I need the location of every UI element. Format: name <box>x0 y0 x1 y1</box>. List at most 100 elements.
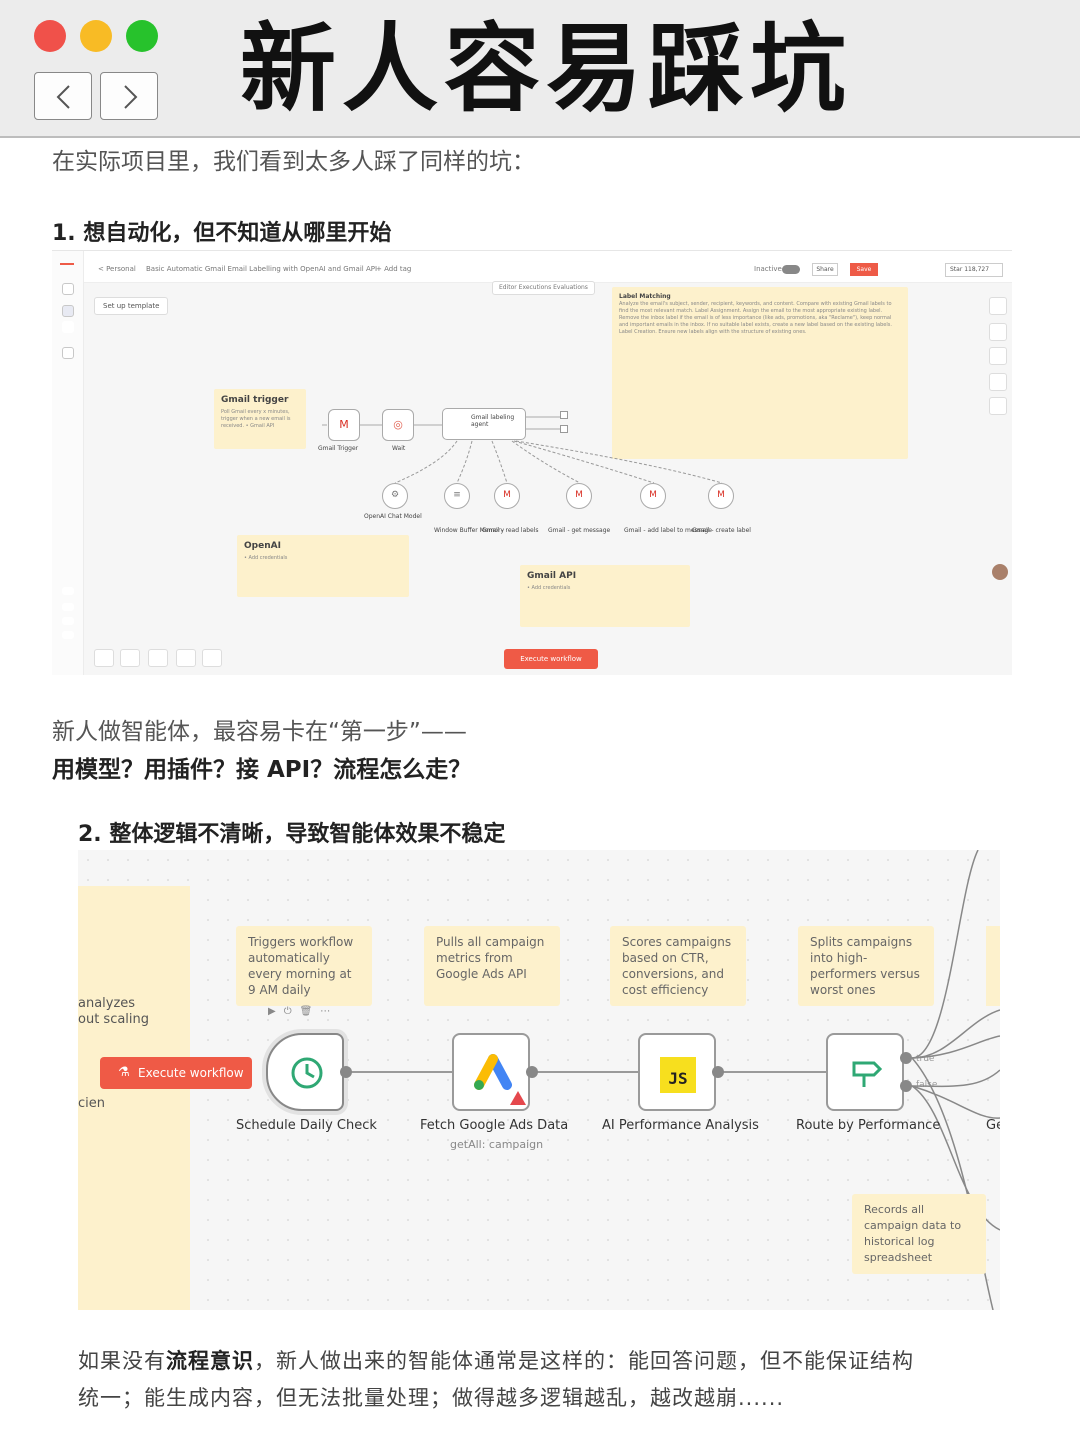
node-label: AI Performance Analysis <box>602 1118 759 1133</box>
labeling-agent-node[interactable]: Gmail labeling agent <box>442 408 526 440</box>
settings-icon[interactable] <box>62 631 74 639</box>
note-line-1: 新人做智能体，最容易卡在“第一步”—— <box>52 719 467 745</box>
node-label: Gmail - read labels <box>482 527 539 534</box>
zoom-in-icon[interactable] <box>120 649 140 667</box>
connection-line <box>530 1071 640 1073</box>
route-node[interactable] <box>826 1033 904 1111</box>
node-label: Gmail - add label to message <box>624 527 712 534</box>
node-label: OpenAI Chat Model <box>364 513 422 520</box>
conclusion-line-2: 统一；能生成内容，但无法批量处理；做得越多逻辑越乱，越改越崩...... <box>78 1386 785 1410</box>
active-toggle[interactable] <box>782 265 800 274</box>
tidy-up-icon[interactable] <box>202 649 222 667</box>
node-label: Wait <box>392 445 406 452</box>
node-label: Route by Performance <box>796 1118 941 1133</box>
google-ads-icon <box>474 1054 512 1090</box>
minimize-window-dot[interactable] <box>80 20 112 52</box>
conclusion-line-1: 如果没有流程意识，新人做出来的智能体通常是这样的：能回答问题，但不能保证结构 <box>78 1345 914 1375</box>
workflow-canvas-screenshot: analyzes out scaling cien Triggers workf… <box>78 850 1000 1310</box>
note-icon[interactable] <box>989 347 1007 365</box>
analysis-note: Scores campaigns based on CTR, conversio… <box>610 926 746 1006</box>
output-port[interactable] <box>560 411 568 419</box>
clock-icon <box>291 1057 323 1089</box>
true-output-port[interactable] <box>900 1052 912 1064</box>
breadcrumb-personal[interactable]: < Personal <box>98 265 136 273</box>
editor-sidebar <box>52 251 84 675</box>
flask-icon: ⚗ <box>118 1065 130 1080</box>
n8n-logo-icon <box>60 263 74 269</box>
true-label: true <box>916 1054 935 1064</box>
gmail-read-labels-node[interactable]: M <box>494 483 520 509</box>
setup-template-button[interactable]: Set up template <box>94 297 169 315</box>
note-text: out scaling <box>78 1012 150 1027</box>
execute-workflow-button[interactable]: ⚗ Execute workflow <box>100 1057 252 1089</box>
share-button[interactable]: Share <box>812 263 838 276</box>
window-header: 新人容易踩坑 <box>0 0 1080 138</box>
note-text: analyzes <box>78 996 136 1011</box>
reset-zoom-icon[interactable] <box>176 649 196 667</box>
note-title: Gmail API <box>527 571 577 581</box>
gmail-add-label-node[interactable]: M <box>640 483 666 509</box>
forward-button[interactable] <box>100 72 158 120</box>
note-text: cien <box>78 1096 105 1111</box>
help-icon[interactable] <box>62 617 74 625</box>
wait-node[interactable]: ◎ <box>382 409 414 441</box>
close-window-dot[interactable] <box>34 20 66 52</box>
plus-icon[interactable] <box>62 347 74 359</box>
output-port[interactable] <box>526 1066 538 1078</box>
avatar[interactable] <box>992 564 1008 580</box>
output-port[interactable] <box>340 1066 352 1078</box>
openai-note: OpenAI • Add credentials <box>237 535 409 597</box>
inactive-label: Inactive <box>754 265 782 273</box>
branch-connections <box>911 850 1000 1310</box>
maximize-window-dot[interactable] <box>126 20 158 52</box>
add-tag-link[interactable]: + Add tag <box>376 265 412 273</box>
note-line-2: 用模型？用插件？接 API？流程怎么走？ <box>52 757 472 783</box>
zoom-out-icon[interactable] <box>148 649 168 667</box>
page-title: 新人容易踩坑 <box>240 13 852 125</box>
intro-text: 在实际项目里，我们看到太多人踩了同样的坑： <box>52 149 535 175</box>
connection-line <box>344 1071 452 1073</box>
node-label: Window Buffer Memory <box>434 527 505 534</box>
user-icon[interactable] <box>62 321 74 333</box>
workflow-editor-screenshot: < Personal Basic Automatic Gmail Email L… <box>52 250 1012 675</box>
node-label: Gmail - create label <box>692 527 751 534</box>
overview-note: analyzes out scaling cien <box>78 886 190 1310</box>
signpost-icon <box>852 1061 883 1087</box>
add-icon[interactable] <box>62 283 74 295</box>
save-button[interactable]: Save <box>850 263 878 276</box>
ai-icon[interactable] <box>989 397 1007 415</box>
output-port[interactable] <box>560 425 568 433</box>
github-star-button[interactable]: Star 118,727 <box>945 263 1003 277</box>
conclusion-text: 如果没有 <box>78 1349 166 1373</box>
node-subtitle: getAll: campaign <box>450 1138 544 1151</box>
fit-view-icon[interactable] <box>94 649 114 667</box>
openai-chat-model-node[interactable]: ⚙ <box>382 483 408 509</box>
search-icon[interactable] <box>989 323 1007 341</box>
node-label: Gmail - get message <box>548 527 611 534</box>
workflow-name[interactable]: Basic Automatic Gmail Email Labelling wi… <box>146 265 378 273</box>
panel-icon[interactable] <box>989 373 1007 391</box>
templates-icon[interactable] <box>62 587 74 595</box>
add-node-icon[interactable] <box>989 297 1007 315</box>
variables-icon[interactable] <box>62 603 74 611</box>
label-matching-note: Label Matching Analyze the email's subje… <box>612 287 908 459</box>
schedule-trigger-node[interactable] <box>266 1033 344 1111</box>
editor-connections <box>322 416 723 484</box>
note-title: Gmail trigger <box>221 395 289 405</box>
memory-node[interactable]: ≡ <box>444 483 470 509</box>
node-label: Fetch Google Ads Data <box>420 1118 569 1133</box>
editor-tabs[interactable]: Editor Executions Evaluations <box>492 281 595 295</box>
trigger-note: Triggers workflow automatically every mo… <box>236 926 372 1006</box>
workflows-icon[interactable] <box>62 305 74 317</box>
note-title: Label Matching <box>619 293 671 300</box>
output-port[interactable] <box>712 1066 724 1078</box>
gmail-get-message-node[interactable]: M <box>566 483 592 509</box>
gmail-trigger-node[interactable]: M <box>328 409 360 441</box>
execute-workflow-button[interactable]: Execute workflow <box>504 649 598 669</box>
gmail-trigger-note: Gmail trigger Poll Gmail every x minutes… <box>214 389 306 449</box>
node-controls[interactable]: ▶⏻🗑⋯ <box>268 1006 339 1017</box>
false-output-port[interactable] <box>900 1080 912 1092</box>
note-title: OpenAI <box>244 541 281 551</box>
back-button[interactable] <box>34 72 92 120</box>
gmail-create-label-node[interactable]: M <box>708 483 734 509</box>
